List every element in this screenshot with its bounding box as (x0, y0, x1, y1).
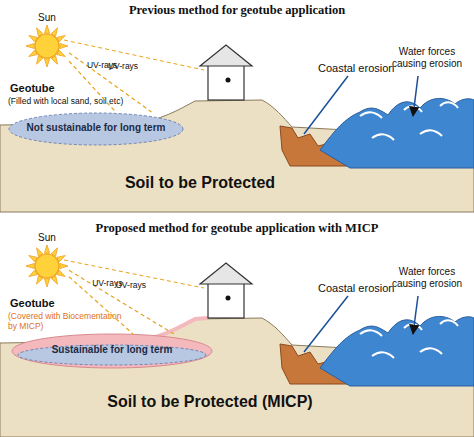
sun-spike (44, 279, 49, 287)
node-text: (Filled with local sand, soil etc) (8, 96, 198, 106)
leader-line (304, 76, 348, 134)
sun-disc (35, 34, 59, 58)
node-text: Geotube (10, 82, 100, 95)
sun-spike (44, 59, 49, 67)
sea-water (320, 98, 474, 168)
force-arrow (413, 296, 418, 334)
geotube-ellipse: Geotube(Filled with local sand, soil etc… (8, 112, 184, 146)
sun-spike (26, 43, 34, 48)
force-label: Water forces causing erosion (385, 266, 469, 290)
biocement-layer (12, 334, 212, 368)
sun-disc (35, 254, 59, 278)
house-roof (200, 263, 252, 284)
wave-crest (360, 320, 458, 358)
sun-spike (60, 263, 68, 268)
house-wall (208, 64, 244, 100)
node-text: Sustainable for long term (12, 344, 212, 356)
geotube-shape (9, 113, 183, 145)
ray-label: UV-rays (116, 280, 146, 290)
ground-shape (0, 318, 474, 437)
sun-spike (44, 245, 49, 253)
leader-line (304, 296, 348, 352)
node-text: Soil to be Protected (70, 173, 330, 192)
node-text: (Covered with Biocementation by MICP) (8, 311, 123, 331)
uv-ray (69, 53, 152, 112)
sun-rays (26, 25, 68, 67)
node-text: Geotube (10, 297, 100, 310)
sun-symbol: Sun (25, 232, 69, 282)
house-wall (208, 282, 244, 318)
node-text: Not sustainable for long term (8, 122, 184, 134)
sun-symbol: Sun (25, 12, 69, 62)
node-text: Soil to be Protected (MICP) (60, 392, 360, 411)
sun-spike (60, 43, 68, 48)
house-roof (200, 45, 252, 66)
section-heading: Proposed method for geotube application … (40, 221, 434, 236)
sea-water (320, 316, 474, 386)
sun-spike (44, 25, 49, 33)
force-label: Water forces causing erosion (385, 46, 469, 70)
uv-ray (69, 270, 174, 334)
sun-spike (26, 263, 34, 268)
wave-crest (360, 102, 458, 140)
node-text: Sun (25, 12, 69, 24)
uv-ray-extra (64, 40, 204, 70)
force-arrow (413, 76, 418, 116)
sun-rays (26, 245, 68, 287)
house-window (226, 78, 231, 83)
ray-label: UV-rays (108, 61, 138, 71)
ground-shape (0, 100, 474, 212)
geotube-ellipse: Geotube(Covered with Biocementation by M… (12, 334, 212, 368)
house-window (226, 296, 231, 301)
node-text: Sun (25, 232, 69, 244)
section-heading: Previous method for geotube application (60, 3, 414, 18)
